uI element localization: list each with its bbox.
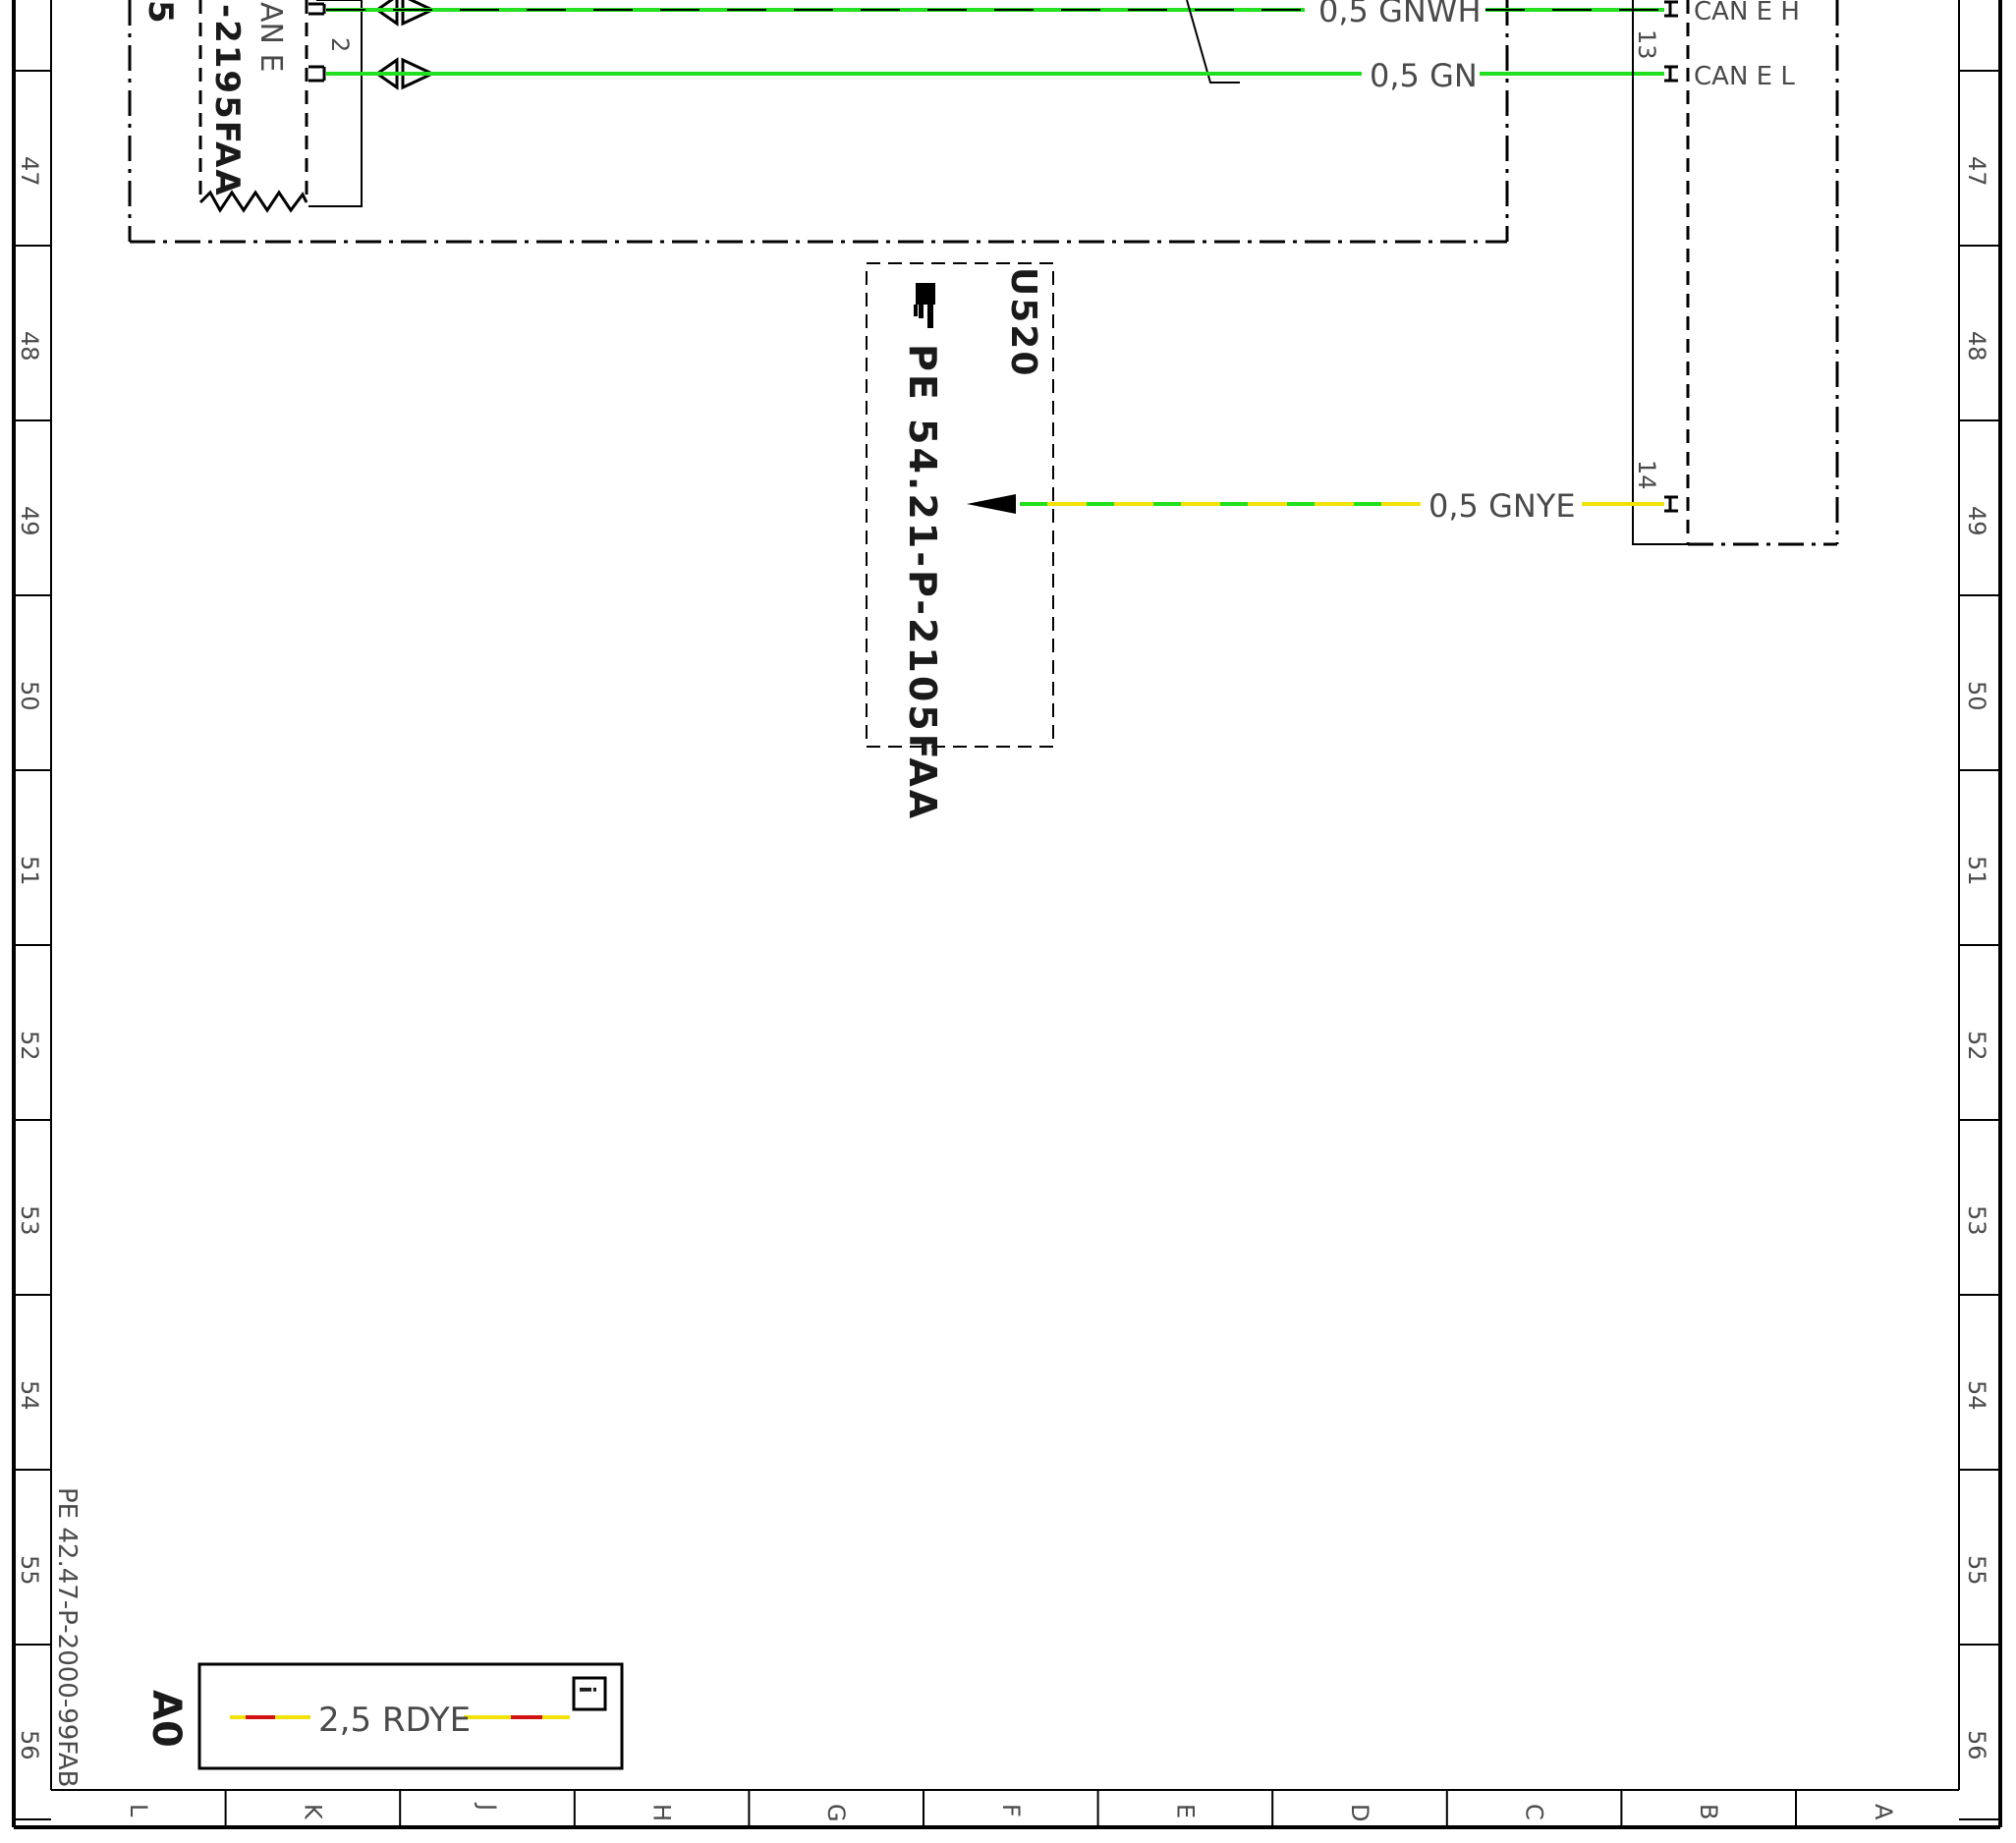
row-number-left: 52 (16, 1031, 43, 1061)
column-letter: A (1870, 1804, 1897, 1820)
right-module-bracket (1632, 0, 1688, 545)
wire-gn-label: 0,5 GN (1370, 57, 1478, 94)
row-number-right: 47 (1963, 156, 1990, 187)
row-number-left: 50 (16, 681, 43, 711)
frame-grid-ticks (14, 70, 2000, 1827)
right-control-module: 13 14 CAN E H CAN E L (1632, 0, 1839, 546)
column-letter: G (822, 1804, 850, 1822)
row-number-left: 47 (16, 156, 43, 187)
module-break-zigzag (198, 190, 308, 213)
right-pin-12-connector (1664, 0, 1678, 18)
right-pin-14-number: 14 (1633, 460, 1660, 490)
pointing-hand-icon (914, 283, 935, 328)
row-number-right: 51 (1963, 856, 1990, 886)
row-number-right: 48 (1963, 331, 1990, 362)
row-number-left: 53 (16, 1205, 43, 1236)
module-ground-line (308, 0, 363, 207)
sheet-reference: PE 42.47-P-2000-99FAB (52, 1487, 82, 1788)
row-number-left: 51 (16, 856, 43, 886)
wire-can-e-low: 0,5 GN (326, 57, 1664, 94)
row-numbers-right: 47 48 49 50 51 52 53 54 55 56 (1963, 156, 1990, 1760)
row-numbers-left: 47 48 49 50 51 52 53 54 55 56 (16, 156, 43, 1760)
right-pin-14-connector (1664, 495, 1678, 513)
row-number-right: 50 (1963, 681, 1990, 711)
sheet-frame (12, 0, 2002, 1829)
row-number-left: 54 (16, 1380, 43, 1411)
info-icon: i (572, 1676, 607, 1711)
row-number-right: 53 (1963, 1205, 1990, 1236)
row-number-right: 54 (1963, 1380, 1990, 1411)
right-pin-13-number: 13 (1633, 29, 1660, 60)
legend-zone-label: A0 (143, 1690, 189, 1748)
row-number-right: 55 (1963, 1555, 1990, 1586)
wire-continuation-arrow (967, 494, 1016, 514)
wire-gnwh-label: 0,5 GNWH (1318, 0, 1482, 29)
column-letter: J (474, 1802, 501, 1811)
column-letter: C (1521, 1804, 1548, 1820)
can-e-low-label: CAN E L (1694, 62, 1795, 91)
row-number-left: 56 (16, 1730, 43, 1760)
row-number-left: 55 (16, 1555, 43, 1586)
svg-text:i: i (574, 1686, 598, 1694)
column-letter: L (125, 1804, 152, 1817)
row-number-left: 49 (16, 506, 43, 536)
left-control-module: 5 -2195FAA AN E 2 (140, 0, 436, 213)
component-id: U520 (1003, 267, 1043, 377)
reference-box-u520: U520 PE 54.21-P-2105FAA (866, 262, 1054, 821)
wire-can-e-high: 0,5 GNWH (326, 0, 1664, 84)
module-can-label: AN E (253, 2, 288, 72)
left-pin-1-connector (308, 2, 326, 16)
row-number-right: 52 (1963, 1031, 1990, 1061)
reference-document-id: PE 54.21-P-2105FAA (901, 344, 944, 821)
column-letter: B (1695, 1804, 1722, 1819)
wire-gnye: 0,5 GNYE (967, 487, 1664, 525)
column-letter: E (1171, 1804, 1199, 1818)
can-e-high-label: CAN E H (1694, 0, 1800, 27)
column-letter: K (299, 1804, 326, 1820)
right-pin-13-connector (1664, 65, 1678, 83)
left-pin-2-connector (308, 65, 326, 83)
column-letter: H (648, 1804, 676, 1821)
left-module-pin-2: 2 (326, 37, 354, 52)
column-letter: F (997, 1804, 1025, 1817)
wire-gnye-label: 0,5 GNYE (1428, 487, 1576, 525)
module-code-prefix: 5 (140, 0, 180, 24)
upper-component-boundary (128, 0, 1509, 244)
module-code-label: -2195FAA (207, 4, 247, 197)
row-number-left: 48 (16, 331, 43, 362)
row-number-right: 49 (1963, 506, 1990, 536)
wire-splice-branch (1186, 0, 1240, 84)
legend-wire-label: 2,5 RDYE (318, 1701, 471, 1740)
row-number-right: 56 (1963, 1730, 1990, 1760)
column-letter: D (1346, 1804, 1373, 1821)
legend-box: A0 2,5 RDYE i (143, 1662, 624, 1770)
